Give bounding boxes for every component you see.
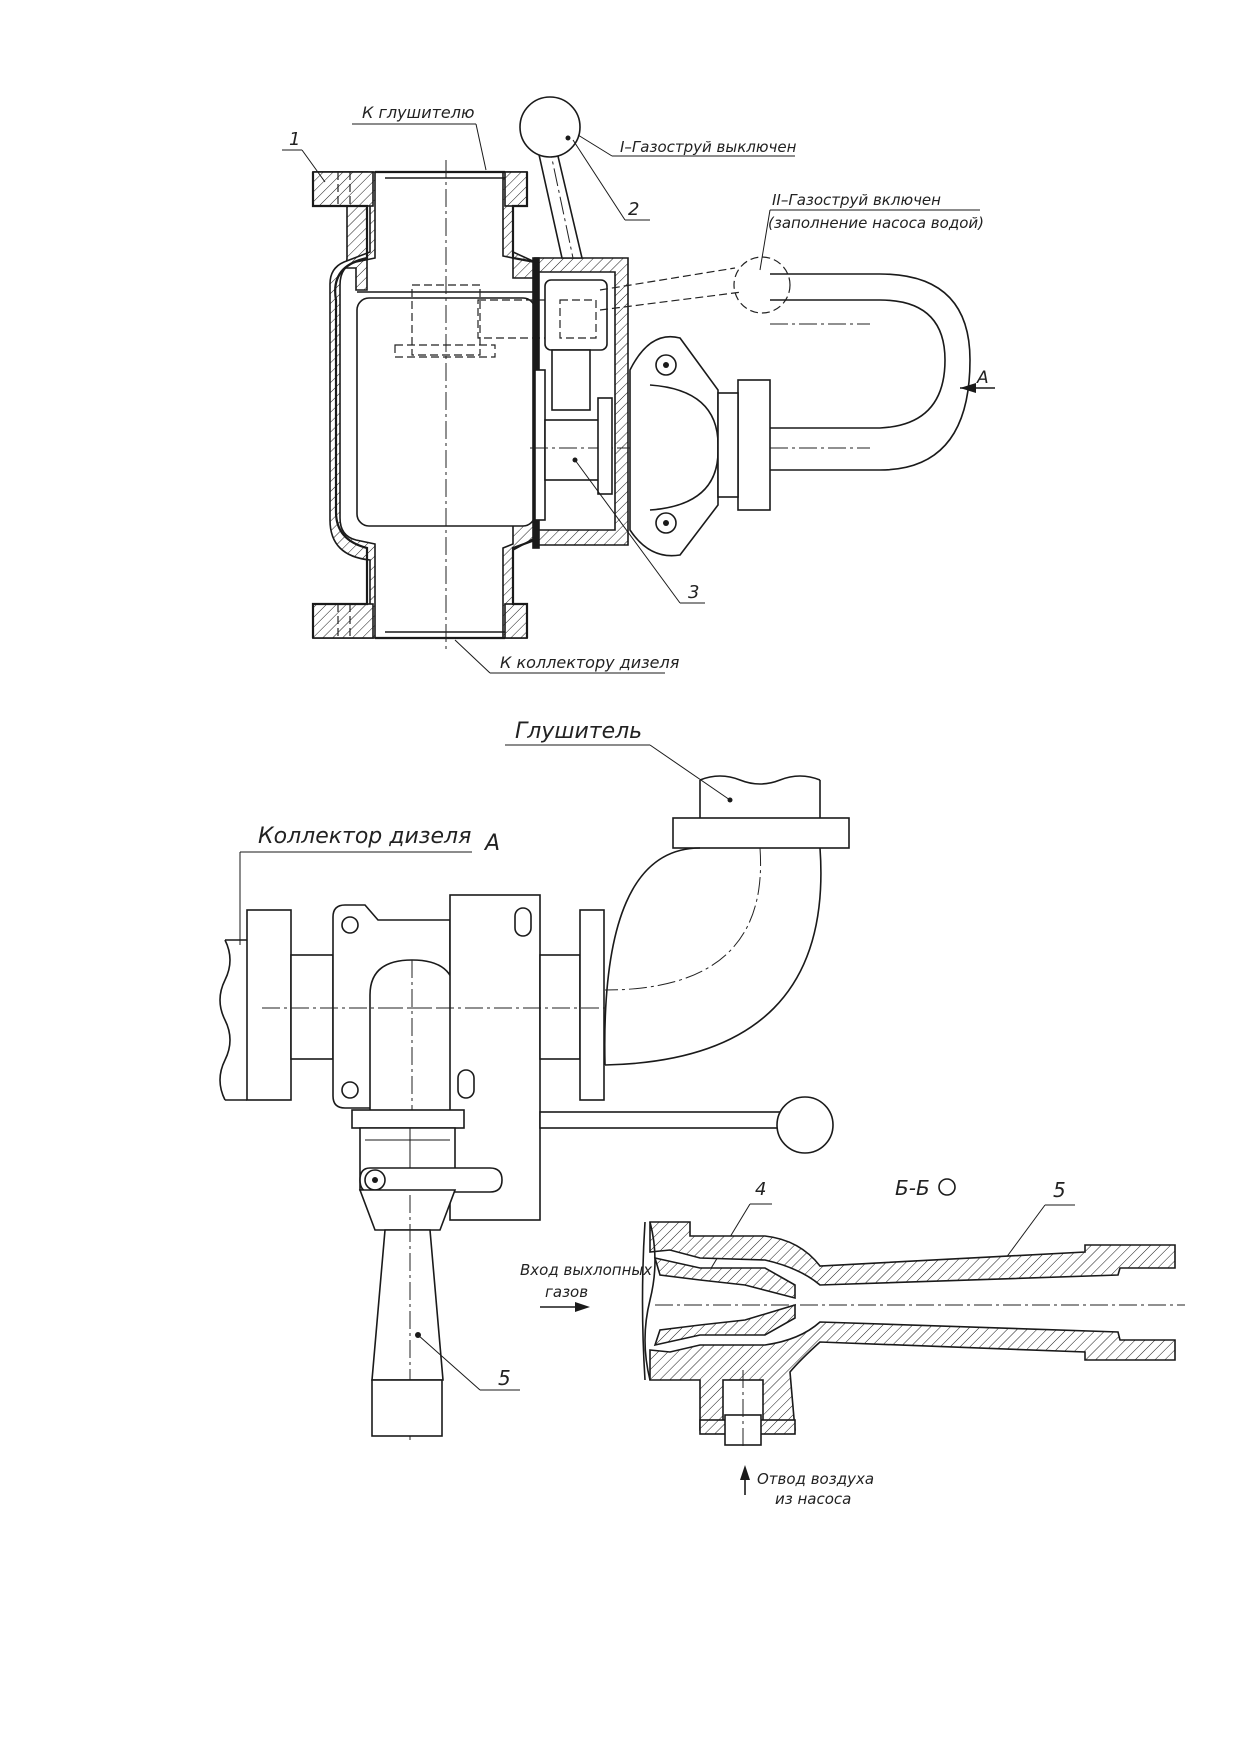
ejector-flange (737, 379, 771, 511)
outlet-neck (539, 954, 581, 1060)
coupling (544, 419, 606, 481)
bolt-hole (341, 916, 359, 934)
callout-1: 1 (289, 129, 300, 150)
section-bb-mark (938, 1178, 956, 1196)
callout-3: 3 (688, 582, 699, 603)
nozzle-lower-wall (649, 1321, 1176, 1431)
coupling-plate (597, 397, 613, 495)
leader-to-muffler (475, 123, 487, 171)
valve-body-outline (311, 172, 536, 638)
slot-bottom (457, 1069, 475, 1099)
ejector-neck (717, 392, 739, 498)
lever-arm (536, 149, 584, 259)
lever-ball-phantom (733, 256, 791, 314)
leader-3-dot (572, 457, 578, 463)
elbow-inner (604, 847, 822, 1066)
lever-knob (776, 1096, 834, 1154)
collector-neck (290, 954, 334, 1060)
view-a-arrow-label: A (976, 368, 989, 388)
lower-collar (351, 1109, 465, 1129)
label-air-outlet-1: Отвод воздуха (757, 1470, 874, 1488)
label-mode-on-note: (заполнение насоса водой) (768, 214, 984, 232)
lever-arm-axis (547, 139, 574, 259)
bottom-flange (312, 603, 374, 639)
label-air-outlet-2: из насоса (775, 1490, 851, 1508)
lever-pivot-c (372, 1177, 378, 1183)
label-to-collector: К коллектору дизеля (500, 653, 680, 672)
leader-1 (301, 149, 326, 183)
muffler-flange (672, 817, 850, 849)
exhaust-arrow-head (575, 1302, 590, 1312)
ejector-cap (371, 1379, 443, 1437)
ejector-bolt-top-c (663, 362, 669, 368)
bolt-hole (341, 1081, 359, 1099)
leader-mode-off (577, 134, 613, 157)
valve-plate (449, 894, 541, 1221)
air-arrow-head (740, 1465, 750, 1480)
view-a-arrow-head (960, 383, 976, 393)
valve-section-view: A К глушителю 1 I–Газоструй выключен 2 I… (282, 96, 995, 674)
label-exhaust-inlet-1: Вход выхлопных (520, 1261, 652, 1279)
lever-ball-center (565, 135, 571, 141)
collector-pipe-wavy (219, 939, 231, 1101)
inner-nozzle-upper (653, 1256, 796, 1300)
ejector-bolt-bottom-c (663, 520, 669, 526)
callout-2: 2 (628, 199, 639, 220)
u-tube (770, 273, 971, 471)
inlet-wavy (644, 1221, 656, 1381)
collector-flange-left (246, 909, 292, 1101)
leader-to-collector (454, 639, 491, 674)
section-bb: Б-Б 4 5 Вход выхлопных газов Отв (520, 1176, 1185, 1508)
label-to-muffler: К глушителю (362, 103, 474, 122)
label-section-bb: Б-Б (895, 1176, 930, 1200)
label-mode-off: I–Газоструй выключен (620, 138, 797, 156)
inner-nozzle-lower (653, 1303, 796, 1347)
label-mode-on: II–Газоструй включен (772, 191, 941, 209)
inlet-flange (641, 1221, 646, 1381)
slot-top (514, 907, 532, 937)
top-flange-right (504, 171, 528, 207)
leader-muffler (649, 744, 731, 801)
lever-phantom (599, 267, 736, 291)
label-muffler: Глушитель (515, 719, 642, 744)
leader-mode-on (759, 209, 771, 271)
leader-2 (572, 139, 626, 221)
leader-muffler-dot (727, 797, 733, 803)
label-diesel-collector: Коллектор дизеля (258, 824, 471, 849)
elbow-hidden (604, 847, 762, 991)
damper-hidden (411, 284, 481, 356)
label-view-a: A (483, 831, 500, 856)
label-exhaust-inlet-2: газов (545, 1283, 588, 1301)
lower-cone (358, 1189, 457, 1231)
callout-5a: 5 (498, 1366, 511, 1390)
drive-shaft (551, 349, 591, 411)
gear-shaft (559, 299, 597, 339)
nozzle-upper-wall (649, 1221, 1176, 1286)
outlet-flange (579, 909, 605, 1101)
view-a: Глушитель Коллектор дизеля A (219, 719, 850, 1440)
lever-bar (539, 1111, 781, 1129)
elbow-outer (603, 847, 701, 1066)
muffler-pipe-wavy (699, 775, 821, 785)
ejector-tube (371, 1229, 444, 1381)
leader-5a (417, 1334, 481, 1391)
valve-body-left-cast-wall (312, 171, 376, 639)
callout-5b: 5 (1053, 1178, 1066, 1202)
callout-4: 4 (755, 1179, 766, 1200)
lever-ball (519, 96, 581, 158)
disc (534, 369, 546, 521)
bottom-flange-right (504, 603, 528, 639)
lower-lever (359, 1167, 503, 1193)
damper-shaft-hidden (394, 344, 496, 358)
leader-3 (574, 459, 681, 604)
gear-housing-inner (544, 279, 608, 351)
